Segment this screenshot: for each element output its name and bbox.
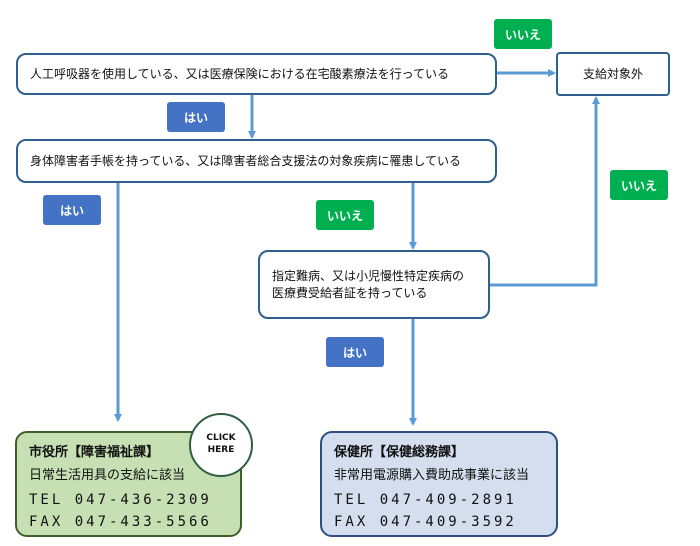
contact-city-service: 日常生活用具の支給に該当 — [29, 468, 186, 483]
contact-box-city-welfare: 市役所【障害福祉課】 日常生活用具の支給に該当 TEL 047-436-2309… — [15, 431, 242, 537]
question-box-respirator: 人工呼吸器を使用している、又は医療保険における在宅酸素療法を行っている — [16, 53, 497, 95]
tag-no-q1: いいえ — [494, 19, 552, 49]
question-text-disability-certificate: 身体障害者手帳を持っている、又は障害者総合支援法の対象疾病に罹患している — [30, 153, 462, 168]
click-here-button[interactable]: CLICK HERE — [189, 413, 253, 477]
contact-health-dept: 保健所【保健総務課】 — [334, 445, 465, 460]
contact-health-tel: TEL 047-409-2891 — [334, 492, 517, 508]
click-here-line2: HERE — [207, 445, 235, 455]
contact-city-fax: FAX 047-433-5566 — [29, 513, 212, 530]
contact-health-fax: FAX 047-409-3592 — [334, 513, 517, 530]
contact-health-service: 非常用電源購入費助成事業に該当 — [334, 468, 530, 483]
tag-yes-q1: はい — [167, 102, 225, 132]
question-text-respirator: 人工呼吸器を使用している、又は医療保険における在宅酸素療法を行っている — [30, 66, 450, 81]
tag-yes-q2: はい — [43, 195, 101, 225]
tag-no-q3: いいえ — [610, 170, 668, 200]
question-text-medical-certificate-line1: 指定難病、又は小児慢性特定疾病の — [272, 269, 465, 284]
contact-box-health-center: 保健所【保健総務課】 非常用電源購入費助成事業に該当 TEL 047-409-2… — [320, 431, 558, 537]
arrow-q3-no — [490, 96, 600, 287]
outcome-text-not-eligible: 支給対象外 — [582, 66, 643, 81]
contact-city-tel: TEL 047-436-2309 — [29, 492, 212, 508]
question-text-medical-certificate-line2: 医療費受給者証を持っている — [272, 285, 428, 300]
contact-city-dept: 市役所【障害福祉課】 — [29, 445, 160, 460]
tag-no-q2: いいえ — [316, 200, 374, 230]
outcome-box-not-eligible: 支給対象外 — [556, 52, 670, 96]
tag-yes-q3: はい — [326, 337, 384, 367]
question-box-disability-certificate: 身体障害者手帳を持っている、又は障害者総合支援法の対象疾病に罹患している — [16, 139, 497, 183]
question-box-medical-certificate: 指定難病、又は小児慢性特定疾病の 医療費受給者証を持っている — [258, 250, 490, 319]
click-here-line1: CLICK — [206, 433, 236, 444]
